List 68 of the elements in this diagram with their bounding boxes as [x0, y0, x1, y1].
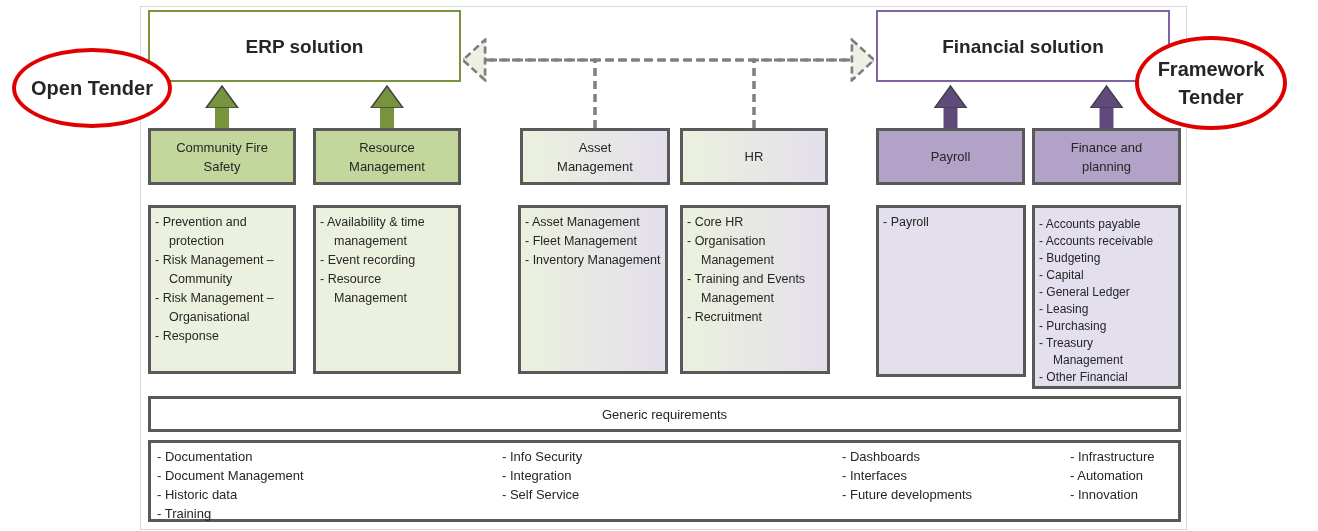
list-item: - Treasury Management [1039, 335, 1125, 369]
box-title: Asset Management [556, 138, 634, 176]
list-box [518, 205, 668, 374]
list-item: - Infrastructure [1070, 448, 1156, 466]
arrow [752, 38, 876, 128]
list-item: - Purchasing [1039, 318, 1108, 335]
module-box [313, 128, 461, 185]
list-item: - Organisation Management [687, 233, 775, 269]
list-box [680, 205, 830, 374]
arrow [933, 85, 968, 128]
list-item: - General Ledger [1039, 284, 1131, 301]
list-item: - Documentation [157, 448, 254, 466]
box-title: ERP solution [245, 34, 364, 59]
list-item: - Training [157, 505, 213, 523]
box-title: Payroll [930, 148, 971, 166]
arrow [205, 85, 239, 128]
list-item: - Availability & time management [320, 214, 426, 250]
module-box [680, 128, 828, 185]
box-title: Finance and planning [1069, 138, 1144, 176]
list-item: - Event recording [320, 252, 417, 269]
list-item: - Historic data [157, 486, 239, 504]
module-box [520, 128, 670, 185]
list-item: - Dashboards [842, 448, 922, 466]
list-item: - Training and Events Management [687, 271, 807, 307]
list-item: - Risk Management – Community [155, 252, 275, 288]
list-item: - Accounts receivable [1039, 233, 1155, 250]
arrow [1089, 85, 1124, 128]
list-box [1032, 205, 1181, 389]
list-item: - Resource Management [320, 271, 408, 307]
box-title: Generic requirements [602, 406, 727, 422]
box-title: Financial solution [942, 34, 1104, 59]
list-item: - Core HR [687, 214, 745, 231]
requirements-bar [148, 396, 1181, 432]
list-item: - Leasing [1039, 301, 1090, 318]
list-item: - Prevention and protection [155, 214, 248, 250]
list-item: - Recruitment [687, 309, 764, 326]
module-box [1032, 128, 1181, 185]
list-item: - Accounts payable [1039, 216, 1142, 233]
list-item: - Interfaces [842, 467, 909, 485]
list-item: - Integration [502, 467, 573, 485]
list-item: - Innovation [1070, 486, 1139, 504]
requirements-box [148, 440, 1181, 522]
solution-box [148, 10, 461, 82]
list-item: - Document Management [157, 467, 304, 485]
list-item: - Future developments [842, 486, 973, 504]
list-item: - Fleet Management [525, 233, 638, 250]
list-item: - Budgeting [1039, 250, 1102, 267]
box-title: Community Fire Safety [175, 138, 269, 176]
tender-label: Framework Tender [1156, 57, 1266, 110]
box-title: Resource Management [348, 138, 426, 176]
module-box [148, 128, 296, 185]
list-box [313, 205, 461, 374]
list-box [876, 205, 1026, 377]
list-item: - Capital [1039, 267, 1085, 284]
list-item: - Other Financial [1039, 369, 1129, 386]
module-box [876, 128, 1025, 185]
list-item: - Automation [1070, 467, 1144, 485]
list-item: - Self Service [502, 486, 581, 504]
list-item: - Response [155, 328, 220, 345]
box-title: HR [744, 148, 764, 166]
list-item: - Asset Management [525, 214, 641, 231]
list-item: - Info Security [502, 448, 583, 466]
list-box [148, 205, 296, 374]
list-item: - Risk Management – Organisational [155, 290, 275, 326]
list-item: - Inventory Management [525, 252, 661, 269]
list-item: - Payroll [883, 214, 930, 231]
arrow [370, 85, 404, 128]
tender-label: Open Tender [31, 76, 153, 101]
